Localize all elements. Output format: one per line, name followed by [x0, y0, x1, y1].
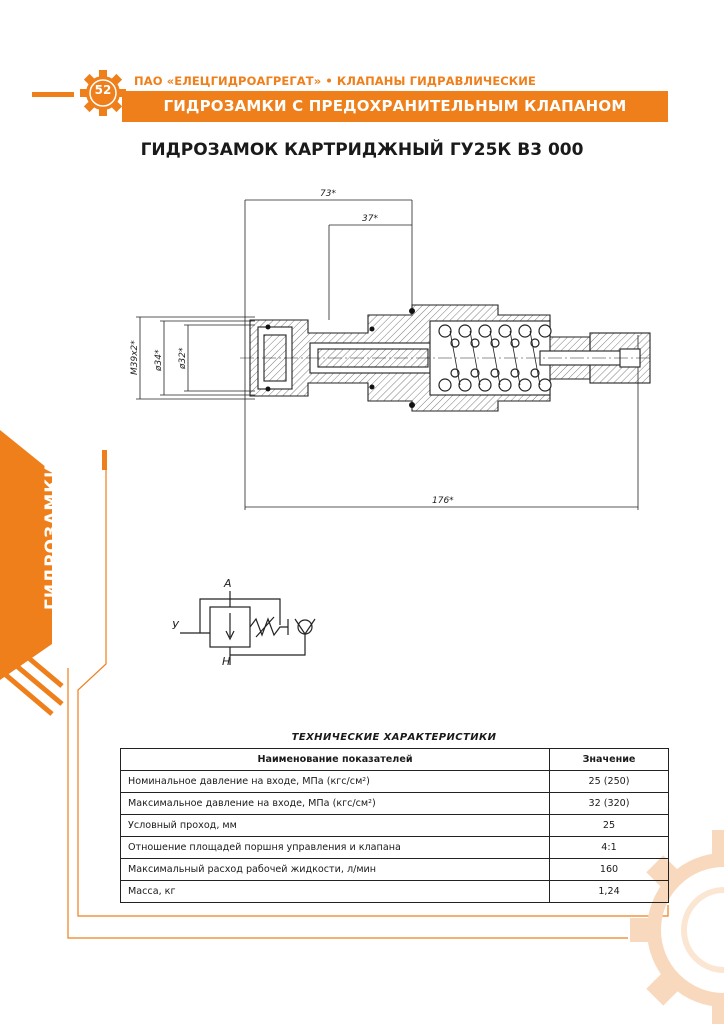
spec-value: 160 — [549, 858, 669, 881]
table-row: Максимальное давление на входе, МПа (кгс… — [120, 792, 669, 815]
dim-d34-label: ø34* — [154, 349, 164, 372]
table-row: Максимальный расход рабочей жидкости, л/… — [120, 858, 669, 881]
section-title: ГИДРОЗАМКИ С ПРЕДОХРАНИТЕЛЬНЫМ КЛАПАНОМ — [163, 97, 627, 115]
side-tab — [0, 430, 64, 716]
port-h-label: Н — [222, 655, 230, 668]
port-y-label: У — [172, 619, 180, 632]
dim-thread-label: М39х2* — [130, 340, 140, 375]
company-line: ПАО «ЕЛЕЦГИДРОАГРЕГАТ» • КЛАПАНЫ ГИДРАВЛ… — [134, 74, 536, 88]
page-number-gear-icon — [80, 70, 126, 116]
side-tab-label: ГИДРОЗАМКИ — [42, 462, 62, 610]
specs-table: Наименование показателей Значение Номина… — [120, 748, 669, 903]
spec-value: 25 — [549, 814, 669, 837]
specs-caption: ТЕХНИЧЕСКИЕ ХАРАКТЕРИСТИКИ — [291, 732, 497, 743]
section-title-bar — [122, 91, 668, 122]
dim-73-label: 73* — [320, 189, 336, 199]
table-row: Отношение площадей поршня управления и к… — [120, 836, 669, 859]
dim-37-label: 37* — [362, 214, 378, 224]
spec-name: Максимальный расход рабочей жидкости, л/… — [120, 858, 550, 881]
port-a-label: А — [223, 577, 232, 590]
table-row: Масса, кг 1,24 — [120, 880, 669, 903]
col-value-header: Значение — [549, 748, 669, 771]
spec-value: 32 (320) — [549, 792, 669, 815]
dim-d32-label: ø32* — [178, 347, 188, 370]
dim-176-label: 176* — [432, 496, 454, 506]
spec-value: 1,24 — [549, 880, 669, 903]
spec-value: 25 (250) — [549, 770, 669, 793]
spec-value: 4:1 — [549, 836, 669, 859]
page-number: 52 — [94, 83, 112, 97]
hydraulic-schematic: А У Н — [172, 577, 316, 668]
spec-name: Номинальное давление на входе, МПа (кгс/… — [120, 770, 550, 793]
spec-name: Условный проход, мм — [120, 814, 550, 837]
spec-name: Отношение площадей поршня управления и к… — [120, 836, 550, 859]
table-row: Номинальное давление на входе, МПа (кгс/… — [120, 770, 669, 793]
specs-header-row: Наименование показателей Значение — [120, 748, 669, 771]
product-title: ГИДРОЗАМОК КАРТРИДЖНЫЙ ГУ25К В3 000 — [140, 140, 584, 160]
header-accent-stripe — [32, 92, 74, 97]
table-row: Условный проход, мм 25 — [120, 814, 669, 837]
spec-name: Максимальное давление на входе, МПа (кгс… — [120, 792, 550, 815]
cartridge-valve-drawing: 73* 37* 176* М39х2* ø34* ø32* — [130, 189, 652, 510]
col-name-header: Наименование показателей — [120, 748, 550, 771]
spec-name: Масса, кг — [120, 880, 550, 903]
